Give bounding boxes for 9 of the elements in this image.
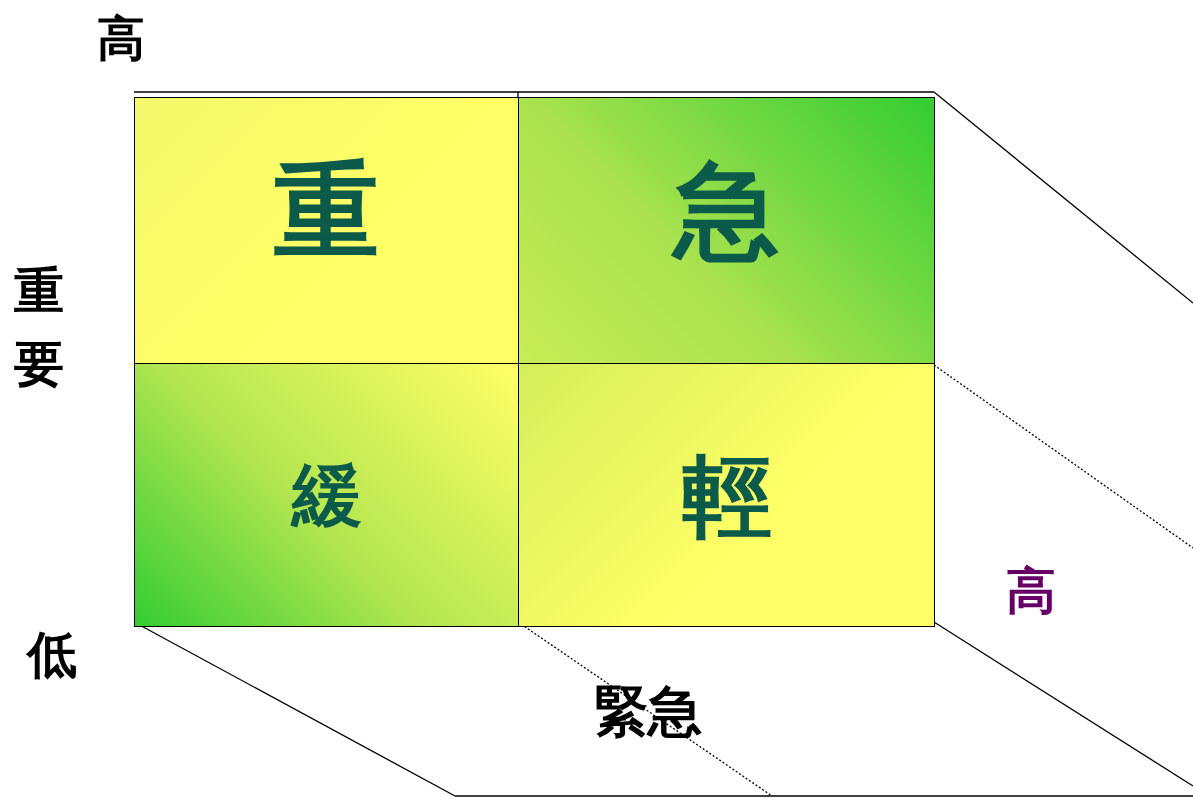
axis-label: 重要 <box>14 260 64 395</box>
matrix-quadrant: 輕 <box>518 363 935 627</box>
matrix-quadrant: 急 <box>518 97 935 364</box>
matrix-quadrant: 重 <box>134 97 519 364</box>
axis-label: 低 <box>27 630 77 680</box>
axis-label: 緊急 <box>594 684 702 738</box>
matrix-quadrant: 緩 <box>134 363 519 627</box>
axis-label: 高 <box>97 14 145 62</box>
axis-label: 高 <box>1006 566 1056 616</box>
